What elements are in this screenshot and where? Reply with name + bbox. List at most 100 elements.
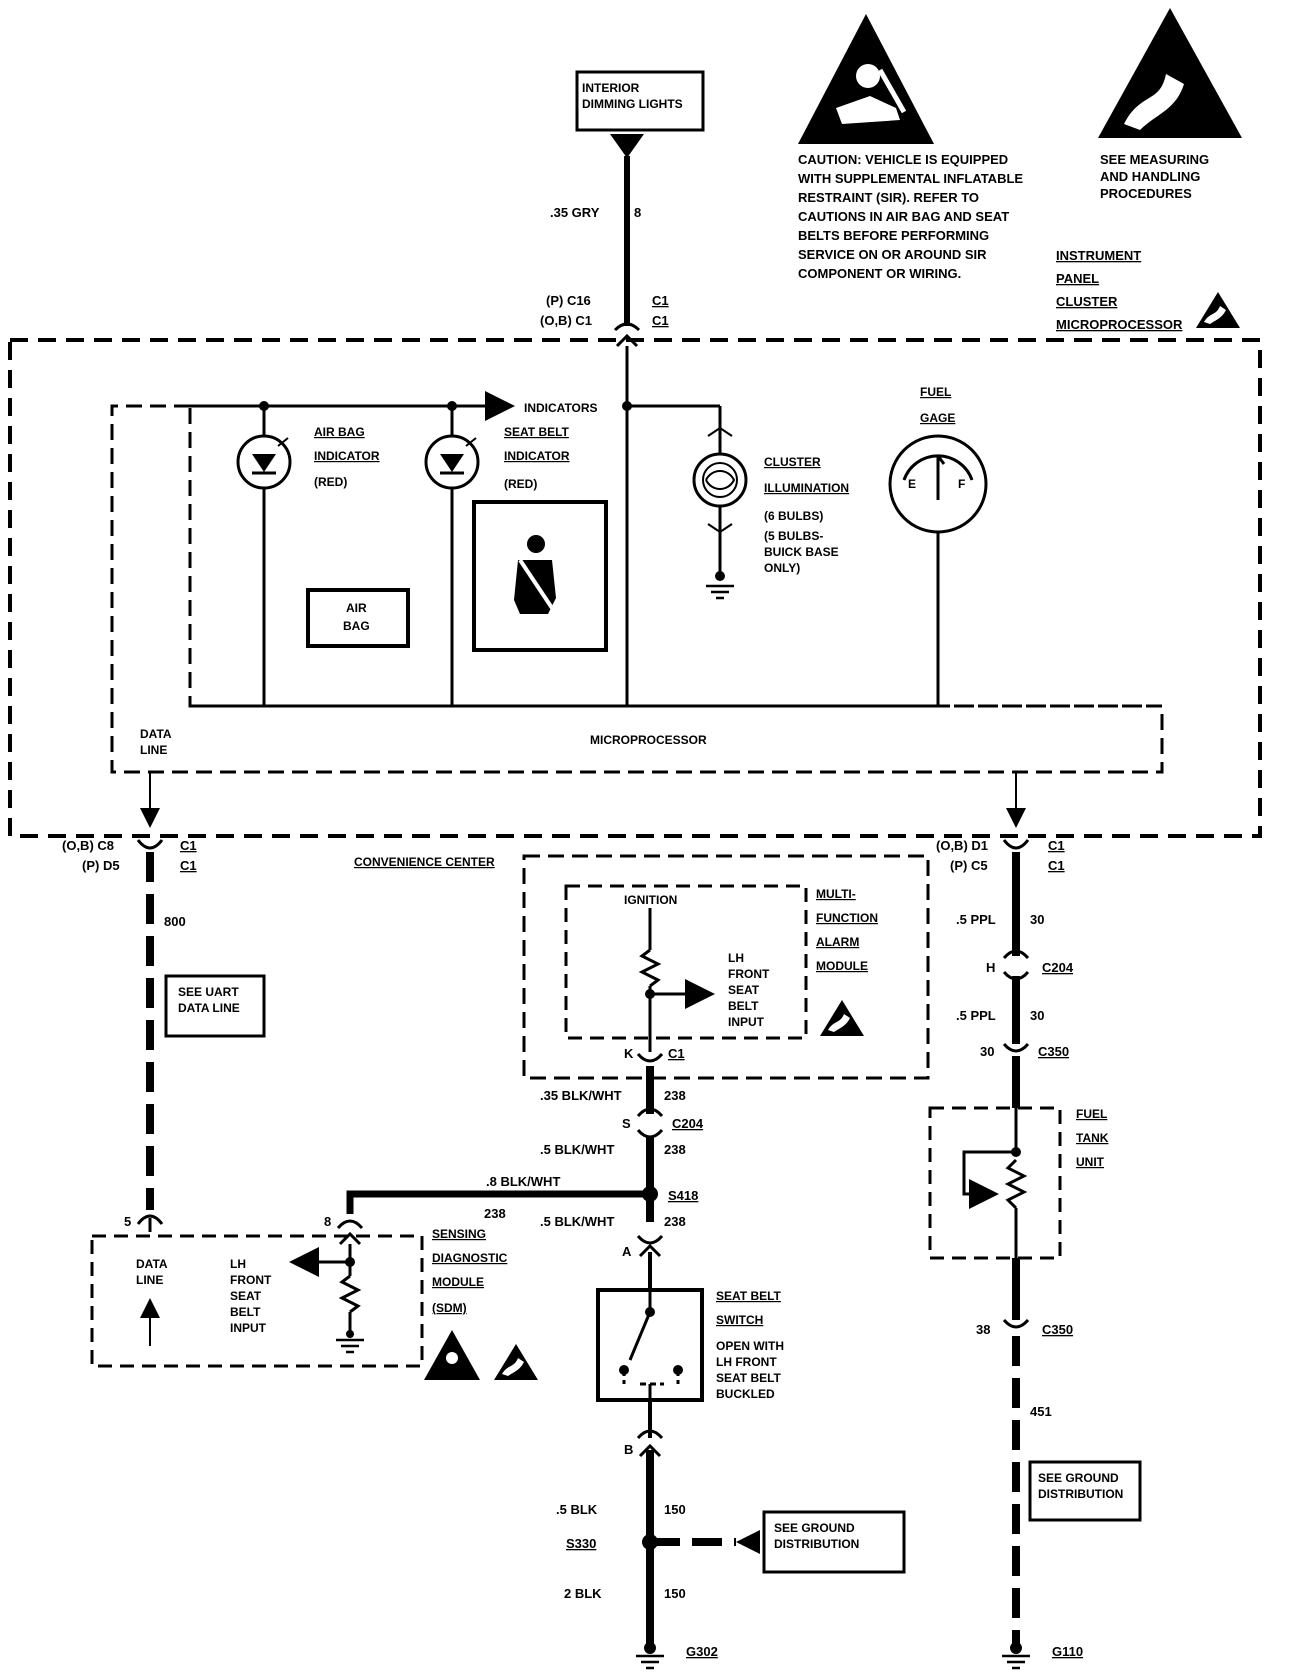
ground-icon (704, 584, 736, 600)
svg-text:COMPONENT OR WIRING.: COMPONENT OR WIRING. (798, 266, 961, 281)
connector-icon (636, 1234, 664, 1245)
svg-text:INTERIOR: INTERIOR (582, 81, 640, 95)
connector-icon (636, 1128, 664, 1139)
svg-text:SWITCH: SWITCH (716, 1313, 763, 1327)
ipc-boundary (8, 338, 1262, 838)
svg-text:INPUT: INPUT (230, 1321, 267, 1335)
svg-text:SENSING: SENSING (432, 1227, 486, 1241)
connector-label: C1 (652, 293, 669, 308)
convenience-center-label: CONVENIENCE CENTER (354, 855, 495, 869)
fuel-tank-unit-boundary (928, 1106, 1062, 1260)
esd-note-text: SEE MEASURING AND HANDLING PROCEDURES (1100, 152, 1209, 201)
sdm-resistor-icon (289, 1244, 362, 1338)
uart-data-line-box: SEE UART DATA LINE (164, 974, 266, 1038)
wire-circuit-label: 800 (164, 914, 186, 929)
ground-distribution-box: SEE GROUND DISTRIBUTION (1028, 1460, 1142, 1522)
sir-caution-icon (424, 1330, 480, 1380)
svg-text:MODULE: MODULE (432, 1275, 484, 1289)
svg-text:AND HANDLING: AND HANDLING (1100, 169, 1200, 184)
wire-gauge-label: .5 BLK/WHT (540, 1214, 614, 1229)
svg-text:DISTRIBUTION: DISTRIBUTION (1038, 1487, 1123, 1501)
pin-label: 30 (980, 1044, 994, 1059)
svg-text:(SDM): (SDM) (432, 1301, 467, 1315)
svg-text:AIR: AIR (346, 601, 367, 615)
svg-text:MICROPROCESSOR: MICROPROCESSOR (1056, 317, 1183, 332)
svg-text:FUEL: FUEL (920, 385, 951, 399)
svg-text:LH: LH (728, 951, 744, 965)
connector-icon (636, 1052, 664, 1063)
wire-gauge-label: .5 PPL (956, 1008, 996, 1023)
svg-text:MULTI-: MULTI- (816, 887, 856, 901)
wire-gauge-label: .5 BLK (556, 1502, 598, 1517)
svg-text:AIR BAG: AIR BAG (314, 425, 365, 439)
svg-text:SERVICE ON OR AROUND SIR: SERVICE ON OR AROUND SIR (798, 247, 987, 262)
ground-label: G110 (1052, 1644, 1083, 1659)
svg-text:(5 BULBS-: (5 BULBS- (764, 529, 823, 543)
connector-label: (O,B) C8 (62, 838, 114, 853)
connector-label: C1 (1048, 858, 1065, 873)
svg-text:SEE UART: SEE UART (178, 985, 239, 999)
seat-belt-indicator-label: SEAT BELT INDICATOR (RED) (504, 425, 570, 491)
connector-label: (P) C5 (950, 858, 988, 873)
fuel-tank-unit-label: FUEL TANK UNIT (1076, 1107, 1109, 1169)
connector-icon (1002, 1318, 1030, 1329)
connector-label: (P) C16 (546, 293, 591, 308)
sdm-title: SENSING DIAGNOSTIC MODULE (SDM) (432, 1227, 508, 1315)
splice-label: S330 (566, 1536, 596, 1551)
pin-label: K (624, 1046, 634, 1061)
svg-text:SEE MEASURING: SEE MEASURING (1100, 152, 1209, 167)
svg-text:INDICATOR: INDICATOR (504, 449, 570, 463)
esd-icon (494, 1344, 538, 1380)
svg-text:SEAT: SEAT (728, 983, 760, 997)
interior-dimming-lights-box: INTERIOR DIMMING LIGHTS (575, 70, 705, 132)
air-bag-indicator-label: AIR BAG INDICATOR (RED) (314, 425, 380, 489)
wire-circuit-label: 238 (664, 1142, 686, 1157)
data-line-label: DATA LINE (140, 727, 172, 757)
splice-label: S418 (668, 1188, 698, 1203)
fuel-gage-icon: E F (888, 434, 988, 534)
wire-circuit-label: 238 (664, 1088, 686, 1103)
ipc-title: INSTRUMENT PANEL CLUSTER MICROPROCESSOR (1056, 248, 1183, 332)
connector-arrow-icon (610, 134, 644, 158)
svg-text:GAGE: GAGE (920, 411, 955, 425)
airbag-caution-icon (798, 14, 934, 144)
connector-label: C350 (1042, 1322, 1073, 1337)
svg-text:SEE GROUND: SEE GROUND (1038, 1471, 1119, 1485)
svg-text:MODULE: MODULE (816, 959, 868, 973)
connector-icon (336, 1219, 364, 1230)
alarm-module-boundary (564, 884, 808, 1040)
connector-label: (O,B) C1 (540, 313, 592, 328)
svg-text:CLUSTER: CLUSTER (1056, 294, 1118, 309)
svg-text:(RED): (RED) (314, 475, 347, 489)
wire-circuit-label: 451 (1030, 1404, 1052, 1419)
connector-icon (136, 1214, 164, 1225)
svg-text:OPEN WITH: OPEN WITH (716, 1339, 784, 1353)
sdm-boundary (90, 1234, 424, 1368)
svg-text:DIAGNOSTIC: DIAGNOSTIC (432, 1251, 508, 1265)
connector-label: C1 (668, 1046, 685, 1061)
svg-text:F: F (958, 477, 965, 491)
svg-text:LH: LH (230, 1257, 246, 1271)
seat-belt-led-icon (424, 434, 480, 490)
svg-text:SEE GROUND: SEE GROUND (774, 1521, 855, 1535)
connector-icon (636, 1429, 664, 1440)
wire-circuit-label: 238 (484, 1206, 506, 1221)
svg-text:SEAT BELT: SEAT BELT (504, 425, 570, 439)
connector-label: C350 (1038, 1044, 1069, 1059)
svg-text:SEAT BELT: SEAT BELT (716, 1371, 782, 1385)
svg-text:TANK: TANK (1076, 1131, 1109, 1145)
svg-text:DISTRIBUTION: DISTRIBUTION (774, 1537, 859, 1551)
svg-text:LINE: LINE (136, 1273, 163, 1287)
wire-circuit-label: 8 (634, 205, 641, 220)
wire-circuit-label: 238 (664, 1214, 686, 1229)
wire-gauge-label: .5 PPL (956, 912, 996, 927)
wire-gauge-label: .8 BLK/WHT (486, 1174, 560, 1189)
connector-icon (1002, 839, 1030, 850)
cluster-illumination-label: CLUSTER ILLUMINATION (6 BULBS) (5 BULBS-… (764, 455, 849, 575)
svg-text:PROCEDURES: PROCEDURES (1100, 186, 1192, 201)
svg-text:CAUTIONS IN AIR BAG AND SEAT: CAUTIONS IN AIR BAG AND SEAT (798, 209, 1009, 224)
svg-text:PANEL: PANEL (1056, 271, 1099, 286)
wire-gauge-label: .35 BLK/WHT (540, 1088, 622, 1103)
svg-text:ALARM: ALARM (816, 935, 859, 949)
connector-label: C1 (180, 858, 197, 873)
